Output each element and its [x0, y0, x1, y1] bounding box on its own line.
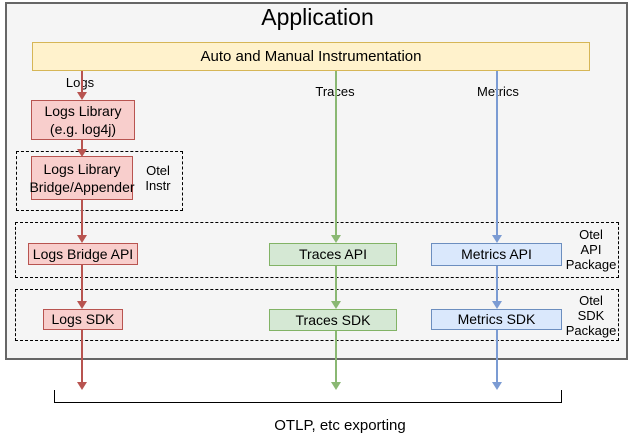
metrics-flow-line: [496, 266, 498, 301]
metrics-flow-label: Metrics: [458, 84, 538, 100]
exporting-label: OTLP, etc exporting: [274, 417, 406, 434]
logs-bridge-api-box: Logs Bridge API: [28, 243, 138, 265]
logs-bridge-api-label: Logs Bridge API: [32, 245, 134, 262]
export-bracket-right-tick: [561, 390, 562, 403]
logs-library-line1: Logs Library: [44, 102, 122, 119]
otel-instr-label-line1: Otel: [146, 163, 170, 178]
metrics-sdk-label: Metrics SDK: [457, 311, 536, 328]
logs-flow-label: Logs: [65, 75, 95, 90]
otel-sdk-package-label: Otel SDK Package: [565, 293, 617, 339]
logs-arrow-down-icon: [77, 301, 87, 309]
instrumentation-label: Auto and Manual Instrumentation: [200, 47, 422, 65]
traces-sdk-label: Traces SDK: [295, 311, 371, 328]
traces-arrow-down-icon: [331, 235, 341, 243]
otel-api-package-line3: Package: [565, 256, 617, 272]
logs-arrow-down-icon: [77, 149, 87, 157]
export-bracket-left-tick: [54, 390, 55, 403]
otel-api-package-label: Otel API Package: [565, 227, 617, 273]
metrics-arrow-down-icon: [492, 382, 502, 390]
traces-flow-line: [335, 331, 337, 382]
logs-sdk-box: Logs SDK: [43, 309, 123, 330]
bridge-line1: Logs Library: [43, 160, 121, 177]
logs-flow-line: [81, 140, 83, 150]
otel-instr-label-line2: Instr: [145, 177, 171, 193]
otel-api-package-line2: API: [580, 241, 602, 257]
otel-sdk-package-line2: SDK: [577, 307, 605, 323]
metrics-flow-line: [496, 71, 498, 235]
export-bracket: [54, 402, 562, 403]
logs-flow-line: [81, 330, 83, 382]
logs-sdk-label: Logs SDK: [51, 311, 115, 328]
logs-library-line2: (e.g. log4j): [49, 121, 117, 137]
bridge-line2: Bridge/Appender: [29, 179, 135, 195]
instrumentation-box: Auto and Manual Instrumentation: [32, 42, 590, 71]
otel-instr-label: Otel Instr: [135, 163, 181, 194]
traces-arrow-down-icon: [331, 382, 341, 390]
otel-api-package-group: [15, 222, 619, 278]
logs-arrow-down-icon: [77, 382, 87, 390]
logs-flow-line: [81, 71, 83, 93]
otel-sdk-package-line1: Otel: [579, 293, 603, 308]
otel-instr-group: [16, 151, 183, 211]
metrics-arrow-down-icon: [492, 301, 502, 309]
logs-flow-line: [81, 200, 83, 235]
logs-arrow-down-icon: [77, 235, 87, 243]
traces-api-label: Traces API: [299, 246, 367, 263]
metrics-flow-line: [496, 330, 498, 382]
application-title: Application: [261, 4, 374, 30]
otel-sdk-package-group: [15, 289, 619, 341]
traces-flow-line: [335, 266, 337, 301]
metrics-api-label: Metrics API: [461, 246, 532, 263]
traces-sdk-box: Traces SDK: [269, 309, 397, 331]
traces-api-box: Traces API: [269, 243, 397, 266]
otel-sdk-package-line3: Package: [565, 322, 617, 338]
logs-flow-line: [81, 265, 83, 301]
logs-bridge-appender-box: Logs Library Bridge/Appender: [29, 156, 135, 200]
traces-flow-line: [335, 71, 337, 235]
logs-library-box: Logs Library (e.g. log4j): [31, 100, 135, 140]
metrics-arrow-down-icon: [492, 235, 502, 243]
otel-api-package-line1: Otel: [579, 227, 603, 242]
metrics-api-box: Metrics API: [431, 243, 562, 266]
metrics-sdk-box: Metrics SDK: [431, 309, 562, 330]
traces-arrow-down-icon: [331, 301, 341, 309]
logs-arrow-down-icon: [77, 92, 87, 100]
